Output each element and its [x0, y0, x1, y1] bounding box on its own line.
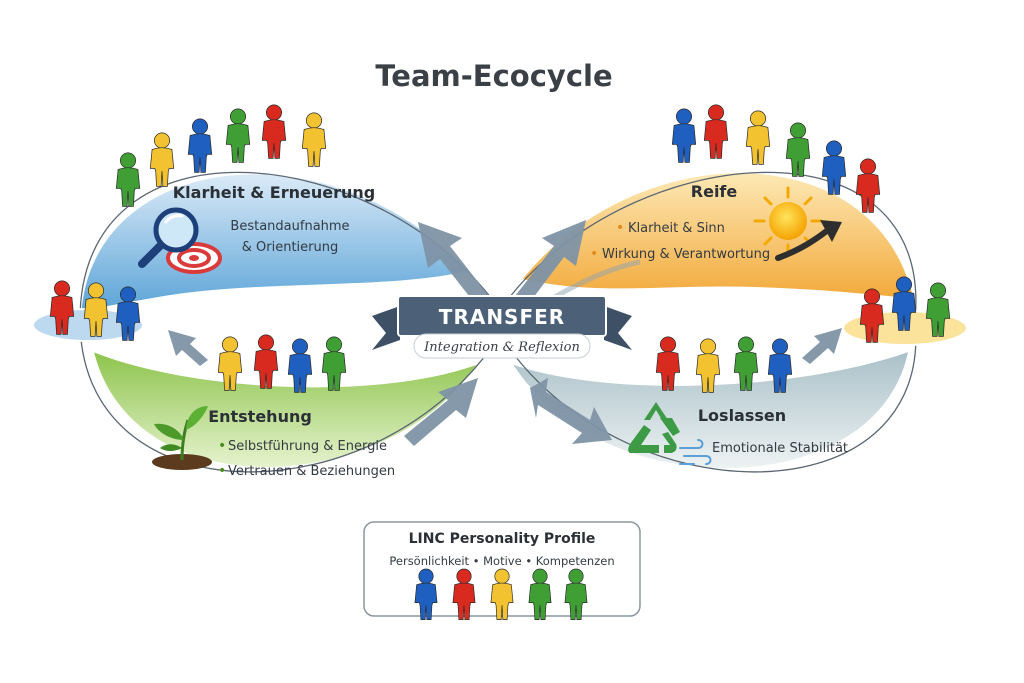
person-figure-yellow	[301, 112, 327, 167]
lobe-reife-line-1: Klarheit & Sinn	[628, 221, 725, 236]
person-figure-green	[785, 122, 811, 177]
person-figure-red	[855, 158, 881, 213]
arrow-from-entstehung	[404, 378, 478, 446]
arrow-to-left-platform	[168, 330, 208, 366]
person-figure-green	[225, 108, 251, 163]
transfer-banner: TRANSFER Integration & Reflexion	[372, 295, 632, 359]
lobe-entstehung-title: Entstehung	[208, 407, 312, 426]
lobe-klarheit-line-1: Bestandaufnahme	[230, 219, 349, 234]
person-figure-green	[115, 152, 141, 207]
lobe-reife-line-2: Wirkung & Verantwortung	[602, 247, 770, 262]
entstehung-bullet-1: •	[218, 438, 226, 454]
person-figure-red	[261, 104, 287, 159]
magnifier-icon	[138, 207, 199, 268]
lobe-entstehung-line-2: Vertrauen & Beziehungen	[228, 464, 395, 479]
person-figure-yellow	[149, 132, 175, 187]
arrow-to-klarheit	[418, 222, 492, 310]
person-figure-blue	[671, 108, 697, 163]
lobe-loslassen-line-1: Emotionale Stabilität	[712, 441, 848, 456]
entstehung-bullet-2: •	[218, 463, 226, 479]
lobe-klarheit-title: Klarheit & Erneuerung	[173, 183, 375, 202]
sun-icon	[753, 186, 823, 256]
lobe-reife-title: Reife	[691, 182, 738, 201]
person-figure-blue	[187, 118, 213, 173]
person-figure-yellow	[745, 110, 771, 165]
wind-icon	[679, 439, 712, 465]
reife-bullet-1: •	[616, 220, 624, 236]
person-figure-red	[703, 104, 729, 159]
lobe-loslassen-title: Loslassen	[698, 406, 786, 425]
linc-profile-title: LINC Personality Profile	[409, 531, 596, 547]
sprout-icon	[152, 406, 212, 470]
diagram-title: Team-Ecocycle	[375, 59, 612, 93]
lobe-entstehung-line-1: Selbstführung & Energie	[228, 439, 387, 454]
trend-arrow-icon	[775, 220, 842, 261]
lobe-klarheit-line-2: & Orientierung	[242, 240, 338, 255]
arrow-to-reife	[512, 220, 586, 310]
transfer-banner-text: TRANSFER	[439, 305, 565, 329]
arrow-loslassen-two-way	[530, 378, 612, 444]
linc-profile-subtitle: Persönlichkeit • Motive • Kompetenzen	[389, 554, 614, 568]
arrow-to-right-platform	[802, 328, 842, 364]
transfer-subtitle: Integration & Reflexion	[423, 340, 580, 355]
reife-bullet-2: •	[590, 246, 598, 262]
recycle-icon	[628, 402, 680, 453]
